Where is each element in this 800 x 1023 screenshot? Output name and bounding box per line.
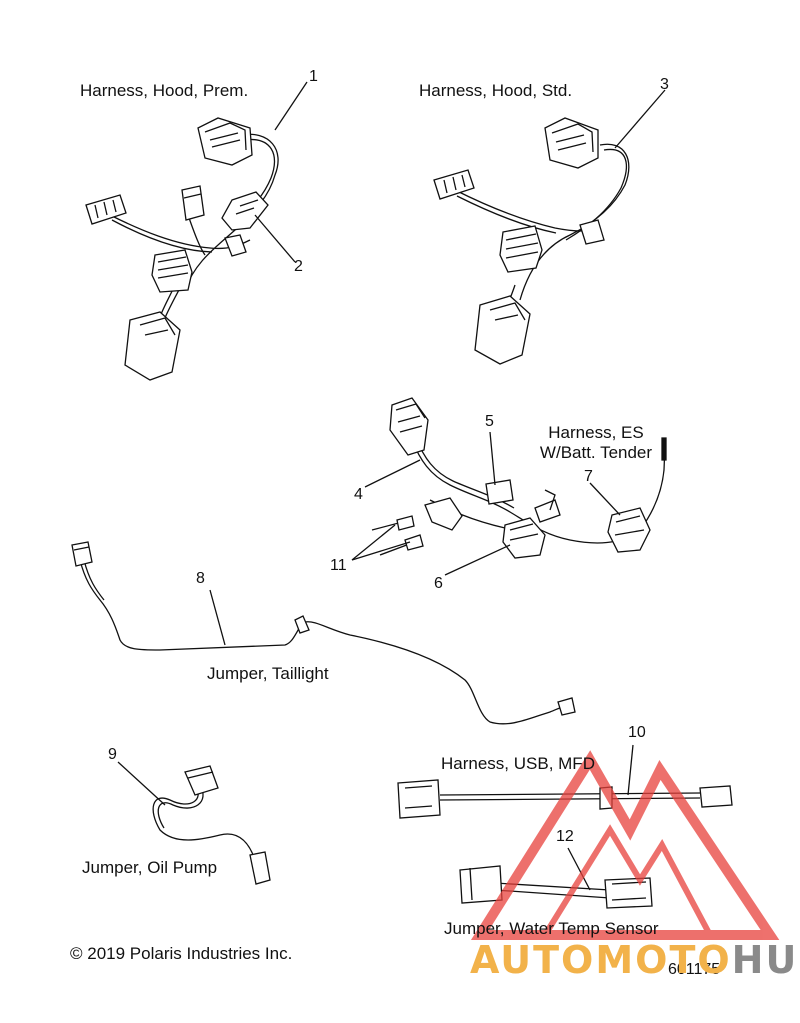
- callout-4: 4: [354, 486, 363, 503]
- copyright-notice: © 2019 Polaris Industries Inc.: [70, 944, 293, 963]
- label-es-harness-line2: W/Batt. Tender: [539, 443, 653, 462]
- label-taillight-jumper: Jumper, Taillight: [207, 664, 329, 683]
- callout-11: 11: [330, 557, 347, 574]
- label-hood-harness-standard: Harness, Hood, Std.: [419, 81, 573, 100]
- watermark-text-a: AUTOMOTO: [470, 938, 732, 982]
- taillight-jumper: [71, 541, 576, 725]
- callout-9: 9: [108, 746, 117, 763]
- oil-pump-jumper: [152, 765, 271, 885]
- diagram-id: 601175: [668, 961, 721, 978]
- callout-1: 1: [309, 68, 318, 85]
- label-es-harness: Harness, ES W/Batt. Tender: [512, 423, 680, 463]
- callout-3: 3: [660, 76, 669, 93]
- label-hood-harness-premium: Harness, Hood, Prem.: [80, 81, 249, 100]
- label-oil-pump-jumper: Jumper, Oil Pump: [82, 858, 218, 877]
- watermark-logo: [470, 750, 780, 940]
- callout-5: 5: [485, 413, 494, 430]
- label-usb-mfd-harness: Harness, USB, MFD: [441, 754, 595, 773]
- callout-8: 8: [196, 570, 205, 587]
- label-water-temp-jumper: Jumper, Water Temp Sensor: [444, 919, 659, 938]
- label-es-harness-line1: Harness, ES: [548, 423, 644, 442]
- hood-harness-standard: [433, 117, 630, 365]
- hood-harness-premium: [85, 117, 279, 381]
- leader-lines: [117, 81, 666, 891]
- water-temp-jumper: [459, 865, 653, 909]
- callout-10: 10: [628, 724, 646, 741]
- es-harness: [371, 397, 667, 559]
- watermark-text: AUTOMOTOHUB: [470, 938, 800, 982]
- callout-7: 7: [584, 468, 593, 485]
- callout-2: 2: [294, 258, 303, 275]
- watermark-text-b: HUB: [731, 938, 800, 982]
- callout-6: 6: [434, 575, 443, 592]
- callout-12: 12: [556, 828, 574, 845]
